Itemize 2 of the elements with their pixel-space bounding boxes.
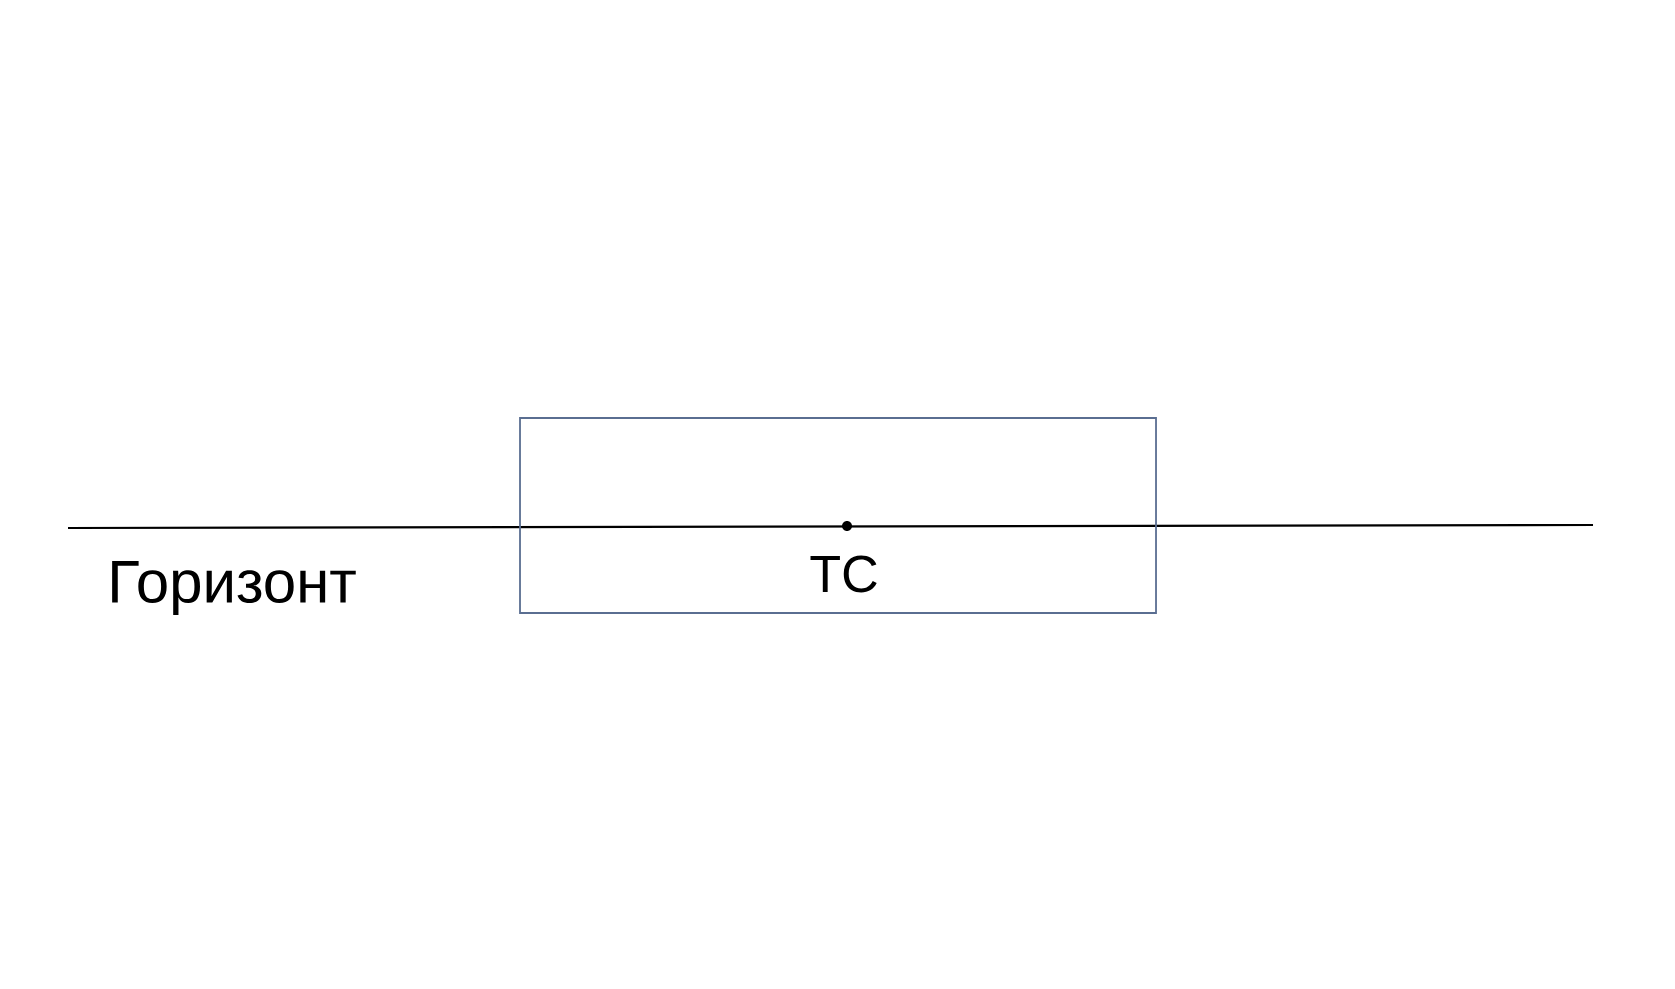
horizon-label: Горизонт — [112, 561, 356, 615]
process-box: ТС — [519, 417, 1157, 614]
